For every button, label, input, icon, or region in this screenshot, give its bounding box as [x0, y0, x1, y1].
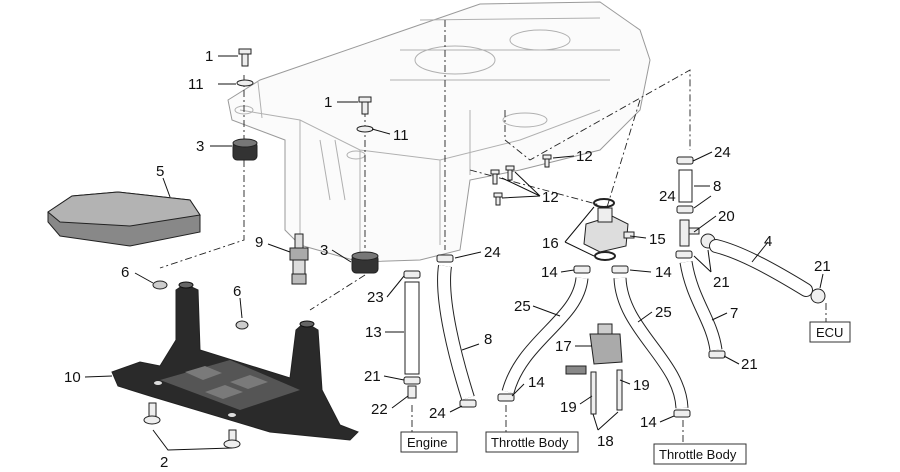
- callout-20: 20: [718, 208, 735, 225]
- callout-25-right: 25: [655, 304, 672, 321]
- sensor-part-9: [289, 233, 309, 285]
- callout-13: 13: [365, 324, 382, 341]
- callout-7: 7: [730, 305, 738, 322]
- callout-24-tube8: 24: [484, 244, 501, 261]
- callout-24-bottom: 24: [429, 405, 446, 422]
- throttle-body-label-box-1: Throttle Body: [485, 431, 579, 453]
- valve-part-17: [565, 323, 623, 375]
- callout-17: 17: [555, 338, 572, 355]
- callout-8-bottom: 8: [484, 331, 492, 348]
- bolt-part-1-left: [238, 48, 252, 67]
- washer-part-6-left: [152, 280, 168, 290]
- hose-part-25-left: [501, 276, 589, 394]
- pad-part-5: [47, 191, 201, 247]
- throttle-body-label-box-2: Throttle Body: [653, 443, 747, 465]
- hose-part-25-right: [613, 277, 689, 409]
- throttle-body-label-2: Throttle Body: [659, 447, 737, 462]
- callout-3-bottom: 3: [320, 242, 328, 259]
- callout-11-left: 11: [188, 76, 204, 93]
- ecu-label: ECU: [816, 325, 843, 340]
- bracket-part-10: [111, 281, 359, 441]
- o-ring-part-16-bottom: [594, 251, 616, 261]
- grommet-part-3-bottom: [351, 251, 379, 274]
- callout-18: 18: [597, 433, 614, 450]
- callout-15: 15: [649, 231, 666, 248]
- callout-25-left: 25: [514, 298, 531, 315]
- callout-24-top-right: 24: [714, 144, 731, 161]
- callout-23: 23: [367, 289, 384, 306]
- engine-label: Engine: [407, 435, 447, 450]
- callout-12-bottom: 12: [542, 189, 559, 206]
- callout-8-top: 8: [713, 178, 721, 195]
- callout-21-ecu: 21: [814, 258, 831, 275]
- callout-12-top: 12: [576, 148, 593, 165]
- callout-1-left: 1: [205, 48, 213, 65]
- callout-21-lower-right: 21: [741, 356, 758, 373]
- callout-22: 22: [371, 401, 388, 418]
- callout-1-right: 1: [324, 94, 332, 111]
- ecu-label-box: ECU: [809, 321, 851, 343]
- bolt-part-2-left: [143, 402, 161, 425]
- callout-2: 2: [160, 454, 168, 471]
- screw-part-19-left: [590, 371, 597, 415]
- hose-part-4: [709, 239, 813, 297]
- plug-part-22: [407, 385, 417, 399]
- callout-21-mid: 21: [713, 274, 730, 291]
- washer-part-11-right: [356, 125, 374, 133]
- alignment-lines: [159, 20, 827, 445]
- bolt-part-12-group: [490, 154, 552, 206]
- fitting-part-20: [679, 219, 700, 247]
- fuel-tank: [227, 1, 651, 263]
- callout-5: 5: [156, 163, 164, 180]
- grommet-part-3-top: [232, 138, 258, 161]
- callout-4: 4: [764, 233, 772, 250]
- washer-part-6-right: [235, 320, 249, 330]
- hose-part-7: [679, 260, 723, 352]
- tube-part-13: [404, 281, 420, 375]
- callout-6-right: 6: [233, 283, 241, 300]
- screw-part-19-right: [616, 369, 623, 411]
- clamps: [403, 156, 826, 418]
- callout-numbers: 1 11 1 11 3 5 9 3 6 6 10 2 12 12 16 15 2…: [64, 48, 831, 471]
- washer-part-11-left: [236, 79, 254, 87]
- callout-6-left: 6: [121, 264, 129, 281]
- callout-10: 10: [64, 369, 81, 386]
- o-ring-part-16-top: [593, 198, 615, 208]
- callout-14-bottom-right: 14: [640, 414, 657, 431]
- bolt-part-2-right: [223, 429, 241, 449]
- throttle-body-label-1: Throttle Body: [491, 435, 569, 450]
- fitting-part-15: [583, 207, 635, 253]
- callout-11-right: 11: [393, 127, 409, 144]
- callout-3-top: 3: [196, 138, 204, 155]
- bolt-part-1-right: [358, 96, 372, 115]
- engine-label-box: Engine: [400, 431, 458, 453]
- callout-16: 16: [542, 235, 559, 252]
- callout-9: 9: [255, 234, 263, 251]
- callout-14-valve: 14: [528, 374, 545, 391]
- callout-14-right: 14: [655, 264, 672, 281]
- callout-19-left: 19: [560, 399, 577, 416]
- hose-part-8-bottom: [437, 264, 475, 401]
- callout-21-left: 21: [364, 368, 381, 385]
- callout-24-mid: 24: [659, 188, 676, 205]
- leader-lines: [84, 55, 824, 451]
- callout-14-left: 14: [541, 264, 558, 281]
- callout-19-right: 19: [633, 377, 650, 394]
- tube-part-8-top: [678, 169, 693, 203]
